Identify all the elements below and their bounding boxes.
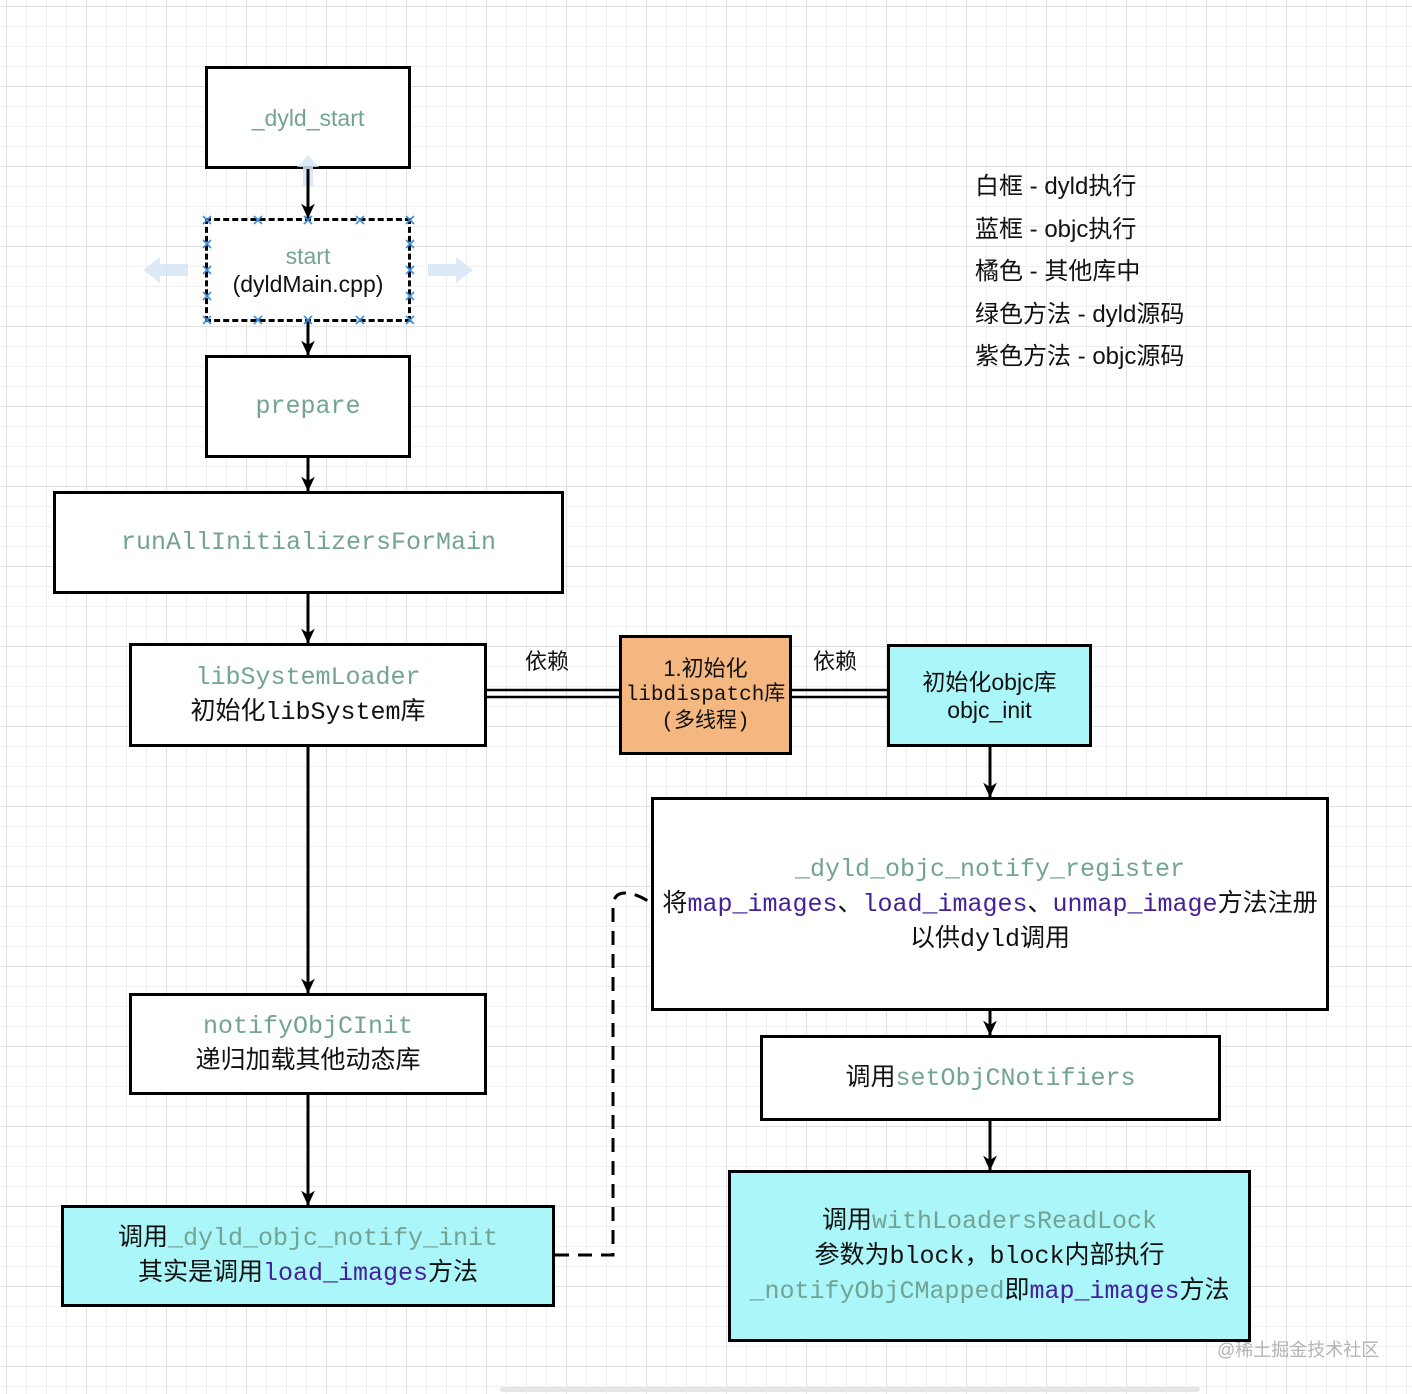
node-line-2: objc_init — [947, 696, 1032, 723]
node-label: prepare — [255, 392, 361, 421]
node-libdispatch[interactable]: 1.初始化 libdispatch库 (多线程) — [619, 635, 792, 755]
node-label: start — [285, 243, 331, 269]
node-line-2: libdispatch库 — [625, 683, 786, 707]
method-dyld-objc-notify-init: _dyld_objc_notify_init — [167, 1224, 499, 1253]
node-notify-init[interactable]: 调用_dyld_objc_notify_init 其实是调用load_image… — [61, 1205, 555, 1307]
legend-item-purple-method: 紫色方法 - objc源码 — [975, 343, 1185, 370]
horizontal-scrollbar[interactable] — [500, 1387, 1200, 1392]
text-mid: 即 — [1004, 1276, 1030, 1306]
node-line-1: 初始化objc库 — [922, 668, 1057, 695]
edge-label-depends: 依赖 — [812, 649, 857, 674]
method-with-loaders-read-lock: withLoadersReadLock — [871, 1206, 1158, 1236]
legend: 白框 - dyld执行 蓝框 - objc执行 橘色 - 其他库中 绿色方法 -… — [975, 166, 1184, 379]
hover-arrow-left-icon[interactable] — [143, 257, 188, 283]
node-line-2: 参数为block，block内部执行 — [814, 1241, 1165, 1271]
node-line-1: 调用withLoadersReadLock — [822, 1204, 1157, 1239]
node-method: libSystemLoader — [195, 663, 421, 692]
method-notify-objc-mapped: _notifyObjCMapped — [749, 1276, 1005, 1306]
text-suffix: 方法 — [428, 1259, 479, 1288]
node-line-1: 调用_dyld_objc_notify_init — [118, 1221, 498, 1256]
node-description: 递归加载其他动态库 — [195, 1047, 421, 1076]
legend-item-white-box: 白框 - dyld执行 — [975, 173, 1137, 200]
node-line-3: _notifyObjCMapped即map_images方法 — [749, 1274, 1229, 1309]
node-source-file: (dyldMain.cpp) — [232, 271, 384, 297]
node-label: _dyld_start — [251, 104, 365, 131]
node-method: notifyObjCInit — [202, 1012, 414, 1041]
dashed-link-notify-init-to-notify-register — [555, 891, 652, 1257]
watermark: @稀土掘金技术社区 — [1217, 1340, 1380, 1360]
text-suffix: 方法 — [1179, 1276, 1230, 1306]
node-dyld-start[interactable]: _dyld_start — [205, 66, 411, 169]
edge-label-depends: 依赖 — [524, 649, 569, 674]
node-line-1: 调用setObjCNotifiers — [845, 1061, 1135, 1096]
node-set-objc-notifiers[interactable]: 调用setObjCNotifiers — [760, 1035, 1221, 1121]
separator: 、 — [837, 889, 863, 919]
node-line-2: 其实是调用load_images方法 — [138, 1256, 478, 1291]
method-set-objc-notifiers: setObjCNotifiers — [895, 1063, 1136, 1093]
node-line-2: 将map_images、load_images、unmap_image方法注册 — [662, 887, 1317, 922]
node-notify-objc-init[interactable]: notifyObjCInit 递归加载其他动态库 — [129, 993, 487, 1095]
node-objc-init[interactable]: 初始化objc库 objc_init — [887, 644, 1092, 747]
text-prefix: 调用 — [821, 1206, 872, 1236]
node-lib-system-loader[interactable]: libSystemLoader 初始化libSystem库 — [129, 643, 487, 747]
node-line-3: 以供dyld调用 — [909, 924, 1070, 954]
text-suffix: 方法注册 — [1217, 889, 1318, 919]
method-load-images: load_images — [862, 889, 1028, 919]
text-prefix: 其实是调用 — [137, 1259, 263, 1288]
separator: 、 — [1027, 889, 1053, 919]
method-load-images: load_images — [262, 1259, 429, 1288]
node-notify-register[interactable]: _dyld_objc_notify_register 将map_images、l… — [651, 797, 1329, 1011]
method-map-images: map_images — [687, 889, 838, 919]
node-line-3: (多线程) — [661, 710, 750, 734]
legend-item-green-method: 绿色方法 - dyld源码 — [975, 300, 1185, 328]
legend-item-orange: 橘色 - 其他库中 — [975, 258, 1141, 285]
node-start[interactable]: start (dyldMain.cpp) — [205, 218, 411, 322]
text-prefix: 调用 — [845, 1063, 896, 1093]
node-with-loaders-read-lock[interactable]: 调用withLoadersReadLock 参数为block，block内部执行… — [728, 1170, 1251, 1342]
node-method: _dyld_objc_notify_register — [794, 854, 1186, 884]
node-prepare[interactable]: prepare — [205, 355, 411, 458]
node-line-1: 1.初始化 — [663, 655, 748, 681]
node-description: 初始化libSystem库 — [190, 698, 426, 727]
dependency-link-libdispatch-objc-init — [792, 688, 887, 699]
method-unmap-image: unmap_image — [1052, 889, 1218, 919]
dependency-link-libsystem-libdispatch — [487, 688, 619, 699]
method-map-images: map_images — [1029, 1276, 1180, 1306]
text-prefix: 将 — [662, 889, 688, 919]
node-run-all-initializers[interactable]: runAllInitializersForMain — [53, 491, 564, 594]
legend-item-blue-box: 蓝框 - objc执行 — [975, 215, 1137, 243]
text-prefix: 调用 — [117, 1224, 168, 1253]
hover-arrow-right-icon[interactable] — [428, 257, 473, 283]
node-label: runAllInitializersForMain — [120, 528, 497, 557]
